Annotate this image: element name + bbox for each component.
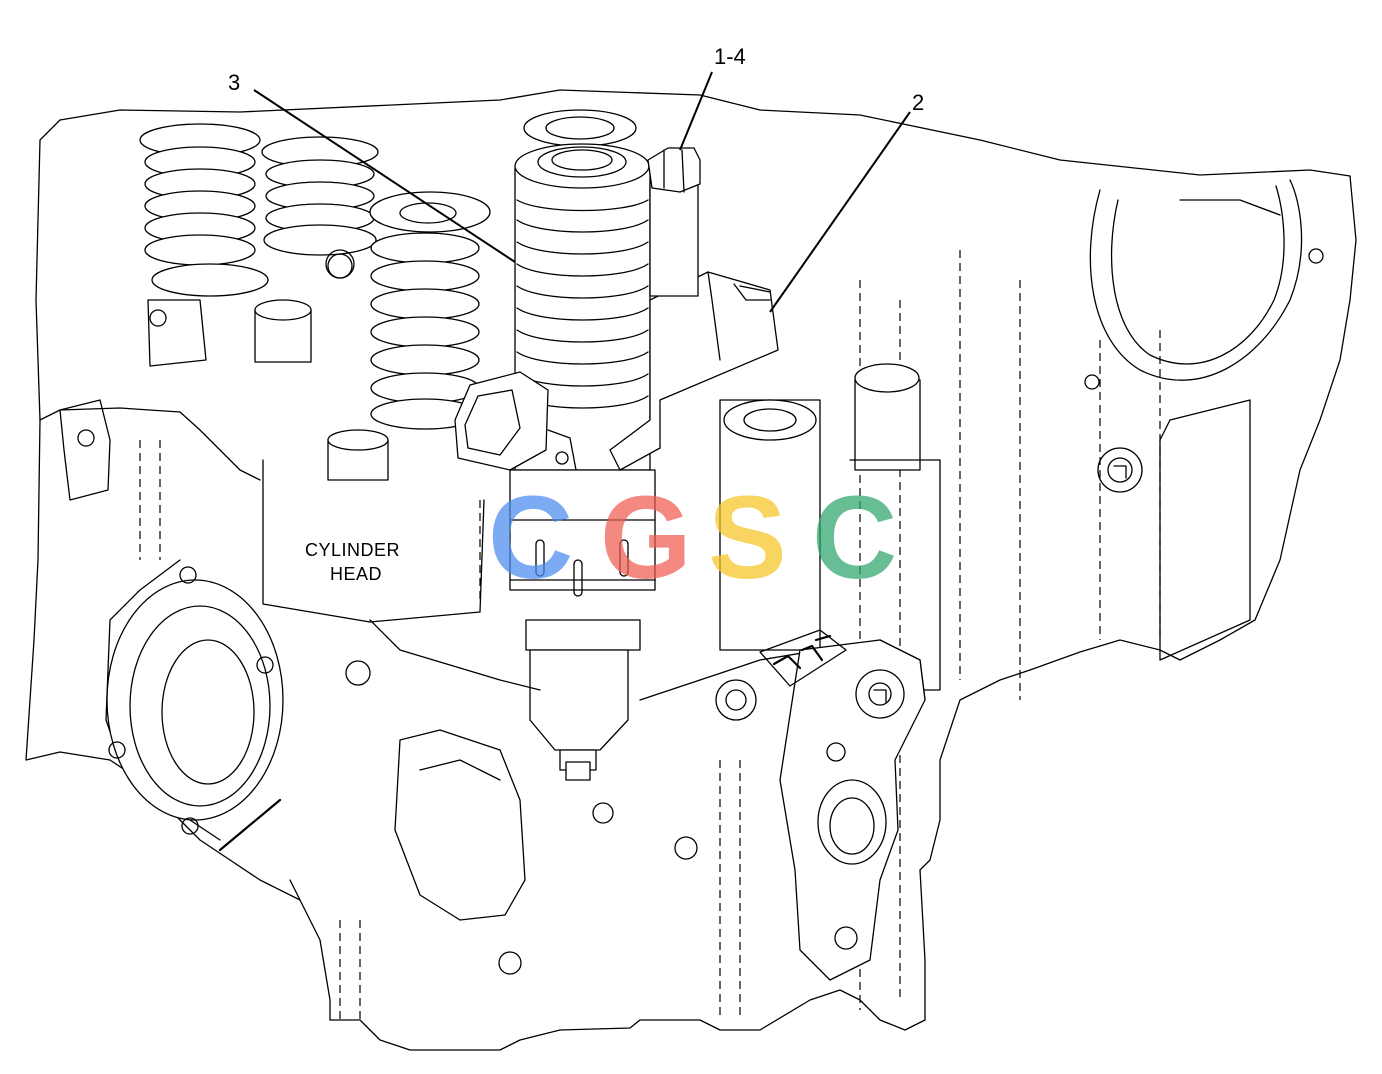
injector-clamp	[609, 271, 779, 471]
watermark-letter-2: G	[600, 472, 692, 604]
valve-spring-middle	[254, 136, 379, 363]
unit-injector	[454, 143, 656, 781]
watermark-letter-4: C	[812, 472, 897, 604]
left-bracket	[59, 253, 353, 901]
valve-springs	[139, 109, 637, 481]
callout-1-4: 1-4	[714, 44, 746, 69]
watermark-logo: C G S C	[488, 472, 897, 604]
leader-line-1-4	[679, 71, 713, 151]
leader-lines	[253, 71, 911, 313]
watermark-letter-1: C	[488, 472, 573, 604]
callout-2: 2	[912, 90, 924, 115]
part-label-line2: HEAD	[330, 564, 382, 584]
leader-line-2	[769, 111, 911, 313]
clamp-bolt	[647, 147, 701, 297]
callout-3: 3	[228, 70, 240, 95]
valve-spring-right	[327, 191, 491, 481]
cylinder-head-front	[105, 459, 926, 981]
watermark-letter-3: S	[708, 472, 787, 604]
valve-spring-left	[139, 123, 269, 297]
leader-line-3	[253, 89, 516, 263]
part-label-line1: CYLINDER	[305, 540, 400, 560]
cylinder-head-body	[25, 89, 1357, 1051]
